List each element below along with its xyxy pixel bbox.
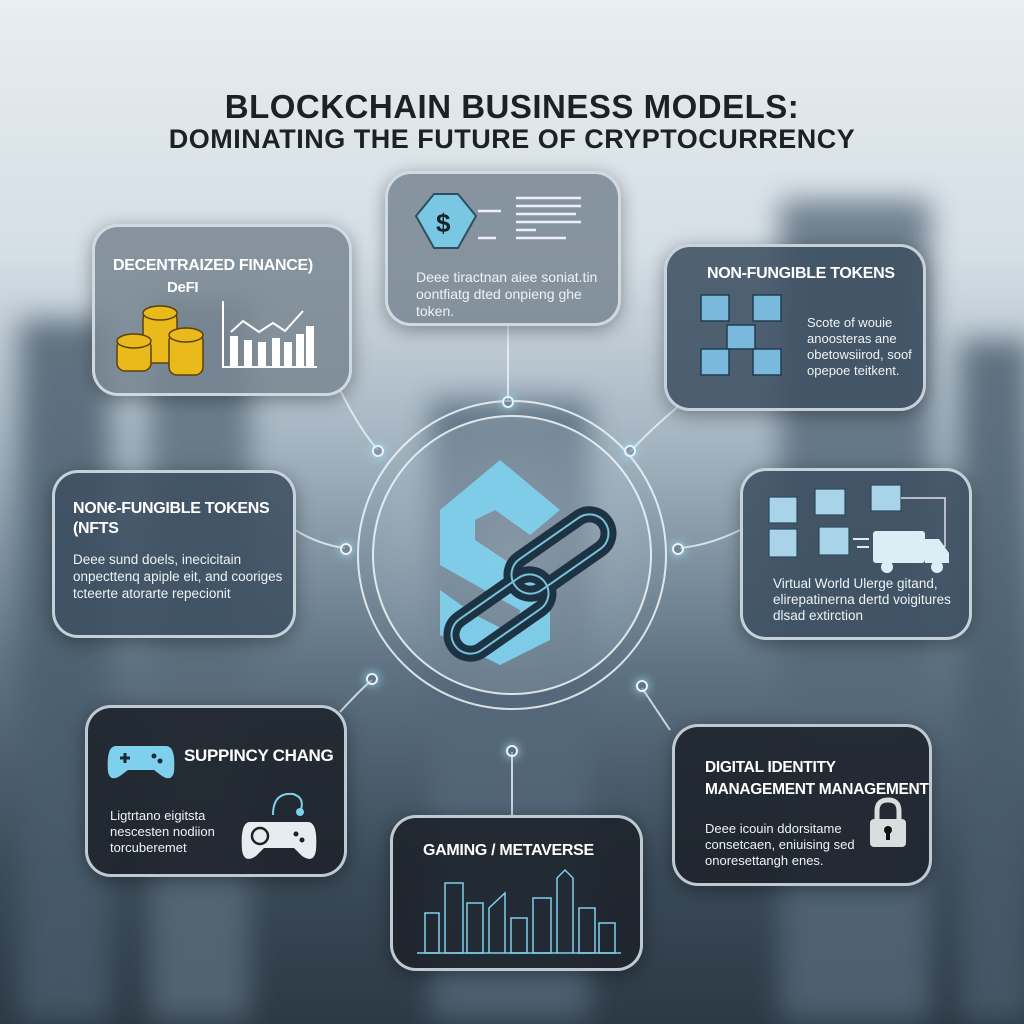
- gaming-metaverse-heading: GAMING / METAVERSE: [423, 842, 594, 859]
- supply-chain-heading: SUPPINCY CHANG: [184, 746, 334, 765]
- cubes-truck-icon: [768, 484, 949, 573]
- virtual-world-body: Virtual World Ulerge gitand, elirepatine…: [773, 576, 951, 623]
- headset-gamepad-icon: [241, 792, 317, 859]
- nft-right-heading: NON-FUNGIBLE TOKENS: [707, 265, 895, 282]
- growth-chart-icon: [222, 301, 317, 368]
- s-chain-logo-icon: [440, 460, 617, 665]
- defi-card: DECENTRAIZED FINANCE) DeFI: [92, 224, 352, 396]
- nft-left-card: NON€-FUNGIBLE TOKENS (NFTS Deee sund doe…: [52, 470, 296, 638]
- digital-identity-heading: DIGITAL IDENTITY MANAGEMENT MANAGEMENT: [705, 759, 929, 798]
- nft-left-body: Deee sund doels, inecicitain onpecttenq …: [73, 552, 283, 601]
- defi-subheading: DeFI: [167, 279, 199, 296]
- nft-right-body: Scote of wouie anoosteras ane obetowsiir…: [807, 315, 912, 378]
- supply-chain-card: SUPPINCY CHANG Ligtrtano eigitsta nesces…: [85, 705, 347, 877]
- city-skyline-icon: [417, 868, 621, 954]
- nft-right-card: NON-FUNGIBLE TOKENS Scote of wouie anoos…: [664, 244, 926, 411]
- title-line2: DOMINATING THE FUTURE OF CRYPTOCURRENCY: [168, 124, 856, 154]
- nft-left-heading: NON€-FUNGIBLE TOKENS (NFTS: [73, 500, 270, 537]
- token-body: Deee tiractnan aiee soniat.tin oontfiatg…: [416, 269, 598, 319]
- supply-chain-body: Ligtrtano eigitsta nescesten nodiion tor…: [110, 808, 215, 855]
- title-line1: BLOCKCHAIN BUSINESS MODELS:: [224, 88, 800, 125]
- defi-heading: DECENTRAIZED FINANCE): [113, 257, 313, 274]
- dollar-block-icon: $: [414, 193, 581, 249]
- padlock-icon: [870, 797, 906, 847]
- digital-identity-card: DIGITAL IDENTITY MANAGEMENT MANAGEMENT D…: [672, 724, 932, 886]
- coins-icon: [116, 305, 204, 376]
- digital-identity-body: Deee icouin ddorsitame consetcaen, eniui…: [705, 821, 855, 868]
- gaming-metaverse-card: GAMING / METAVERSE: [390, 815, 643, 971]
- svg-text:$: $: [436, 208, 451, 238]
- gamepad-icon: [107, 746, 175, 779]
- token-card: $ Deee tiractnan aiee soniat.tin oontfia…: [385, 171, 621, 326]
- virtual-world-card: Virtual World Ulerge gitand, elirepatine…: [740, 468, 972, 640]
- cube-network-icon: [700, 294, 782, 376]
